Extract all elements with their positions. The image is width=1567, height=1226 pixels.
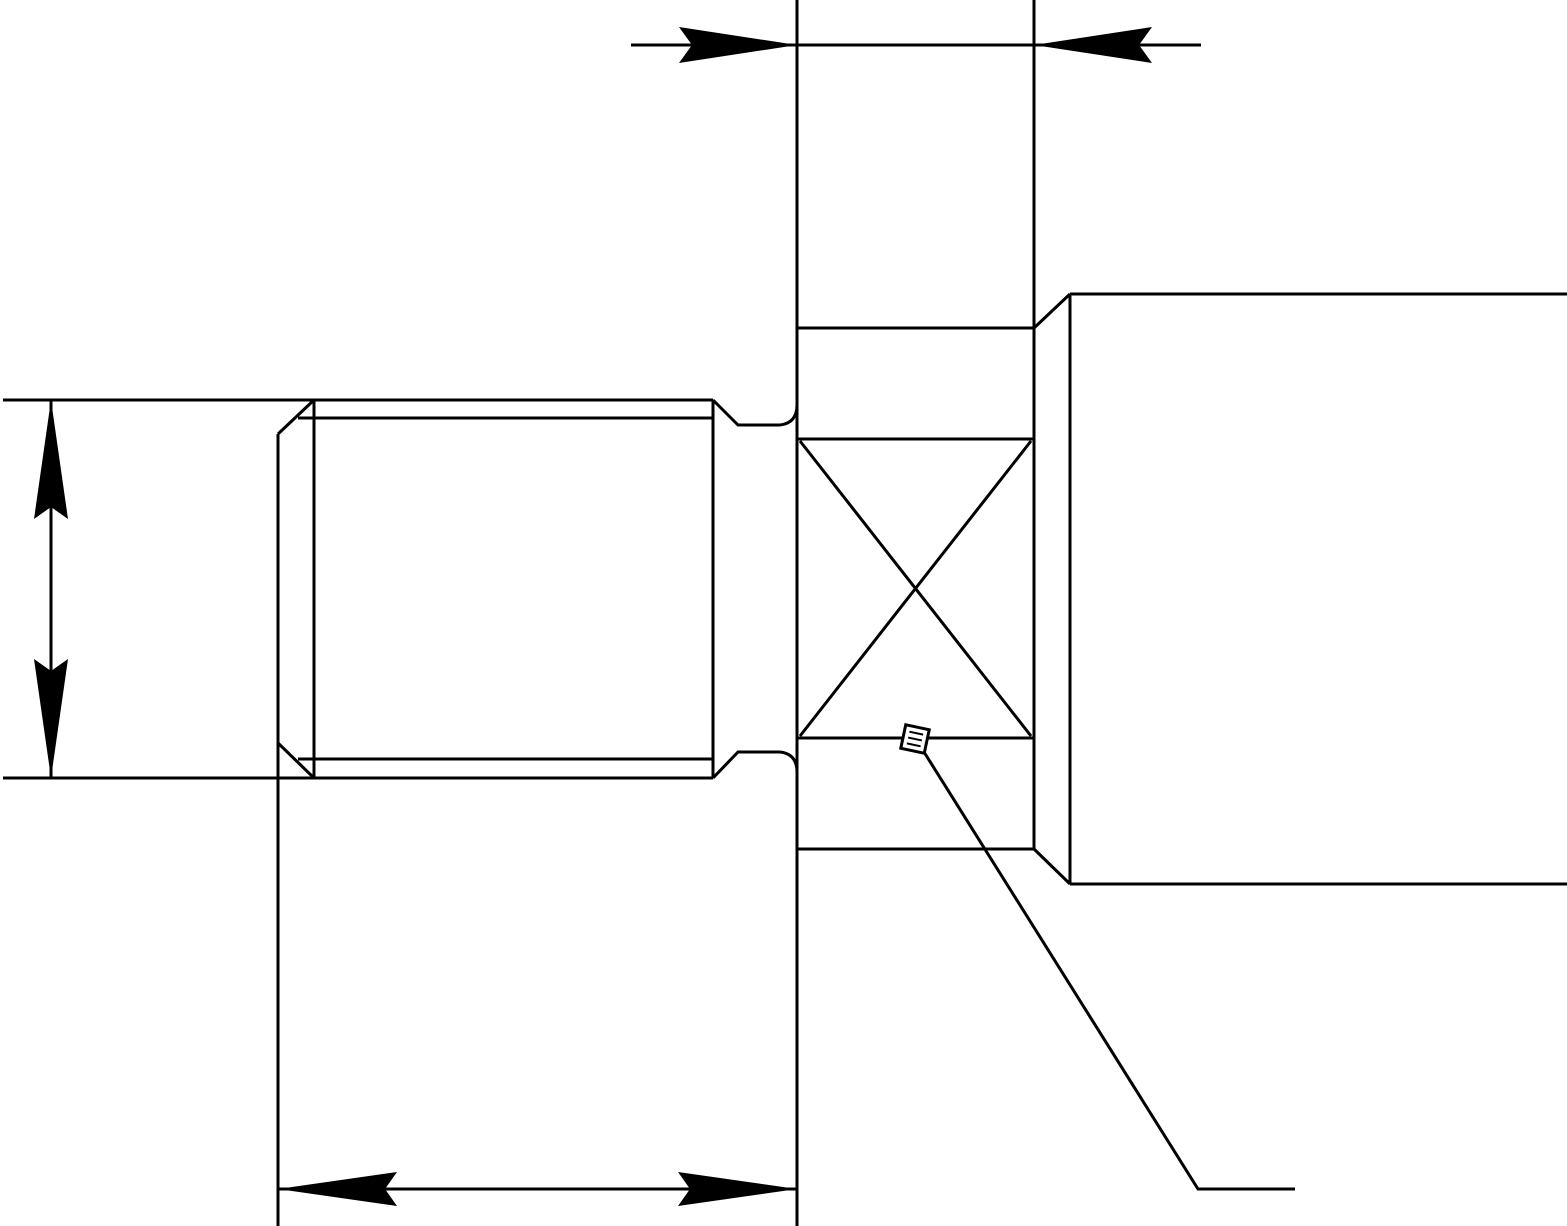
- dimension-arrow-left: [278, 1172, 397, 1206]
- dimension-arrow-up: [34, 400, 68, 519]
- threaded-stud: [3, 398, 715, 1226]
- end-chamfer-bottom: [276, 741, 316, 780]
- groove-top: [711, 398, 780, 427]
- flat-cross-diagonal-2: [798, 440, 1033, 737]
- leader-path: [922, 751, 1295, 1191]
- round-shank: [1032, 292, 1567, 886]
- dimension-thread-length: [278, 1172, 797, 1206]
- dimension-arrow-left: [1034, 27, 1152, 63]
- dimension-thread-diameter: [34, 400, 68, 778]
- dimension-arrow-right: [678, 1172, 797, 1206]
- groove-fillet-bottom: [779, 750, 799, 773]
- groove-fillet-top: [779, 404, 799, 427]
- square-drive: [795, 0, 1036, 1226]
- dimension-arrow-right: [679, 27, 797, 63]
- leader-marker: [898, 722, 932, 756]
- shank-chamfer-top: [1032, 292, 1072, 330]
- groove-bottom: [711, 750, 780, 780]
- dimension-width-across-flats: [631, 27, 1201, 63]
- dimension-arrow-down: [34, 659, 68, 778]
- end-chamfer-top: [276, 398, 316, 436]
- relief-groove: [711, 398, 799, 780]
- shank-chamfer-bottom: [1032, 847, 1072, 886]
- leader-line: [898, 722, 1295, 1191]
